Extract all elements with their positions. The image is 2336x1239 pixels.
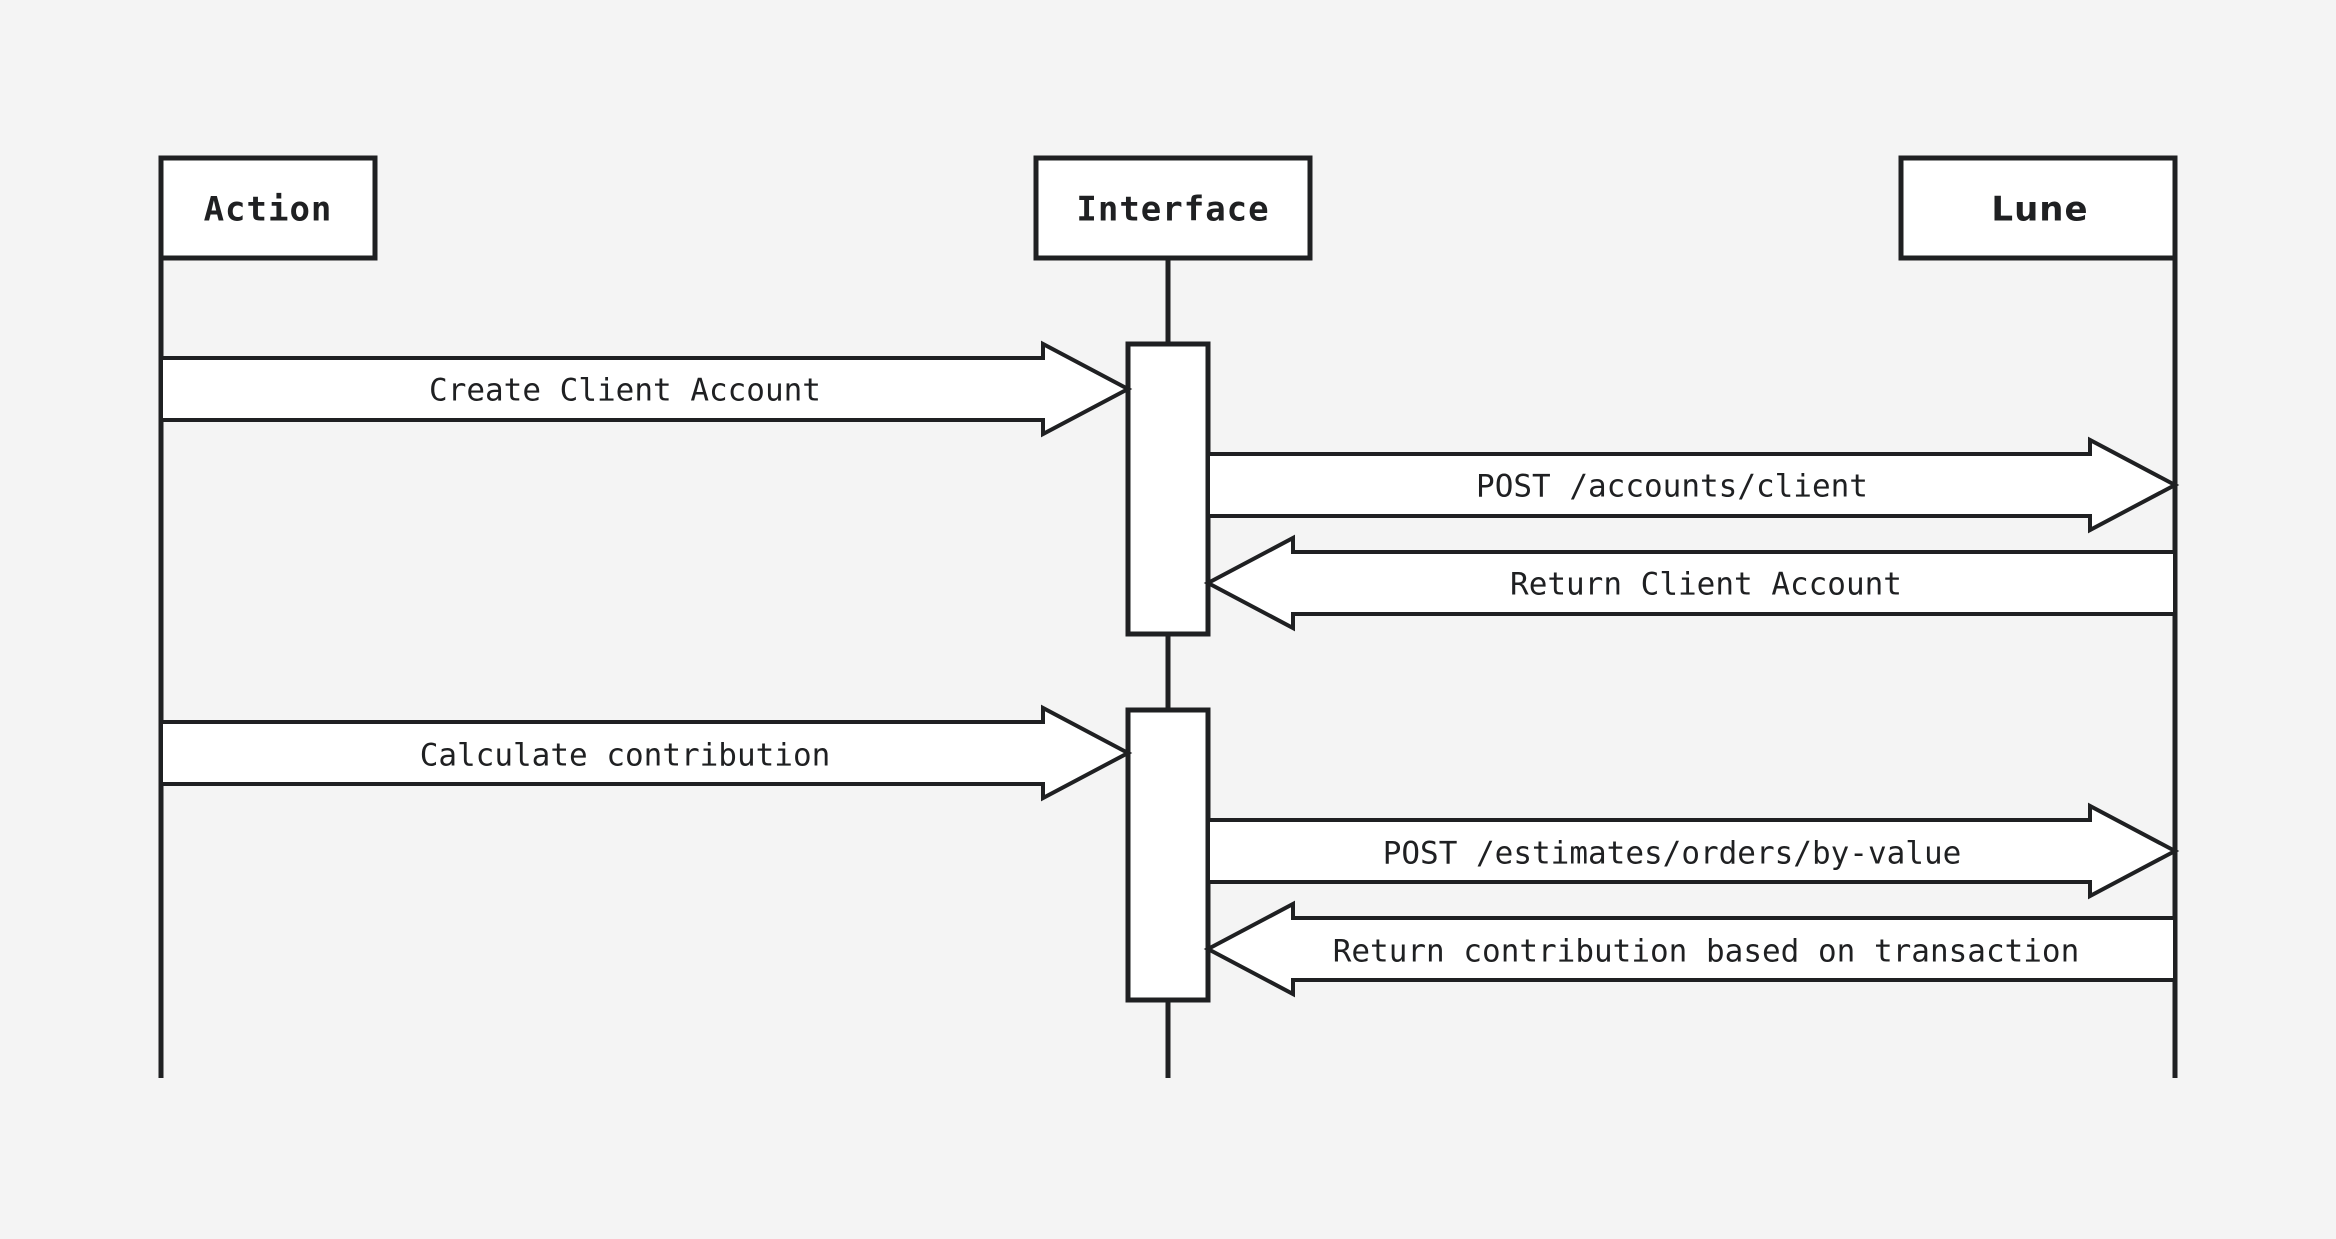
participant-label-action: Action — [204, 190, 333, 230]
message-arrow-return-client-account — [1203, 534, 2177, 632]
participant-box-lune — [1898, 155, 2178, 261]
message-label-create-client-account: Create Client Account — [429, 373, 821, 409]
message-post-accounts-client[interactable]: POST /accounts/client — [1206, 436, 2180, 534]
message-post-estimates-orders-by-value[interactable]: POST /estimates/orders/by-value — [1206, 802, 2180, 900]
message-calculate-contribution[interactable]: Calculate contribution — [159, 704, 1133, 802]
message-label-return-contribution: Return contribution based on transaction — [1333, 934, 2080, 970]
activation-box-interface-2 — [1125, 707, 1211, 1003]
message-create-client-account[interactable]: Create Client Account — [159, 340, 1133, 438]
message-label-return-client-account: Return Client Account — [1510, 567, 1902, 603]
activation-box-interface-1 — [1125, 341, 1211, 637]
message-label-calculate-contribution: Calculate contribution — [420, 738, 831, 774]
message-arrow-calculate-contribution — [159, 704, 1133, 802]
participant-action[interactable]: Action — [158, 155, 378, 261]
participant-box-action — [158, 155, 378, 261]
participant-label-interface: Interface — [1076, 190, 1269, 230]
participant-label-lune: Lune — [1991, 190, 2088, 230]
participant-box-interface — [1033, 155, 1313, 261]
message-arrow-post-estimates-orders-by-value — [1206, 802, 2180, 900]
participant-lune[interactable]: Lune — [1898, 155, 2178, 261]
message-label-post-estimates-orders-by-value: POST /estimates/orders/by-value — [1383, 836, 1962, 872]
message-arrow-return-contribution — [1203, 900, 2177, 998]
message-label-post-accounts-client: POST /accounts/client — [1476, 469, 1868, 505]
message-arrow-post-accounts-client — [1206, 436, 2180, 534]
message-arrow-create-client-account — [159, 340, 1133, 438]
participant-interface[interactable]: Interface — [1033, 155, 1313, 261]
message-return-contribution[interactable]: Return contribution based on transaction — [1203, 900, 2177, 998]
message-return-client-account[interactable]: Return Client Account — [1203, 534, 2177, 632]
